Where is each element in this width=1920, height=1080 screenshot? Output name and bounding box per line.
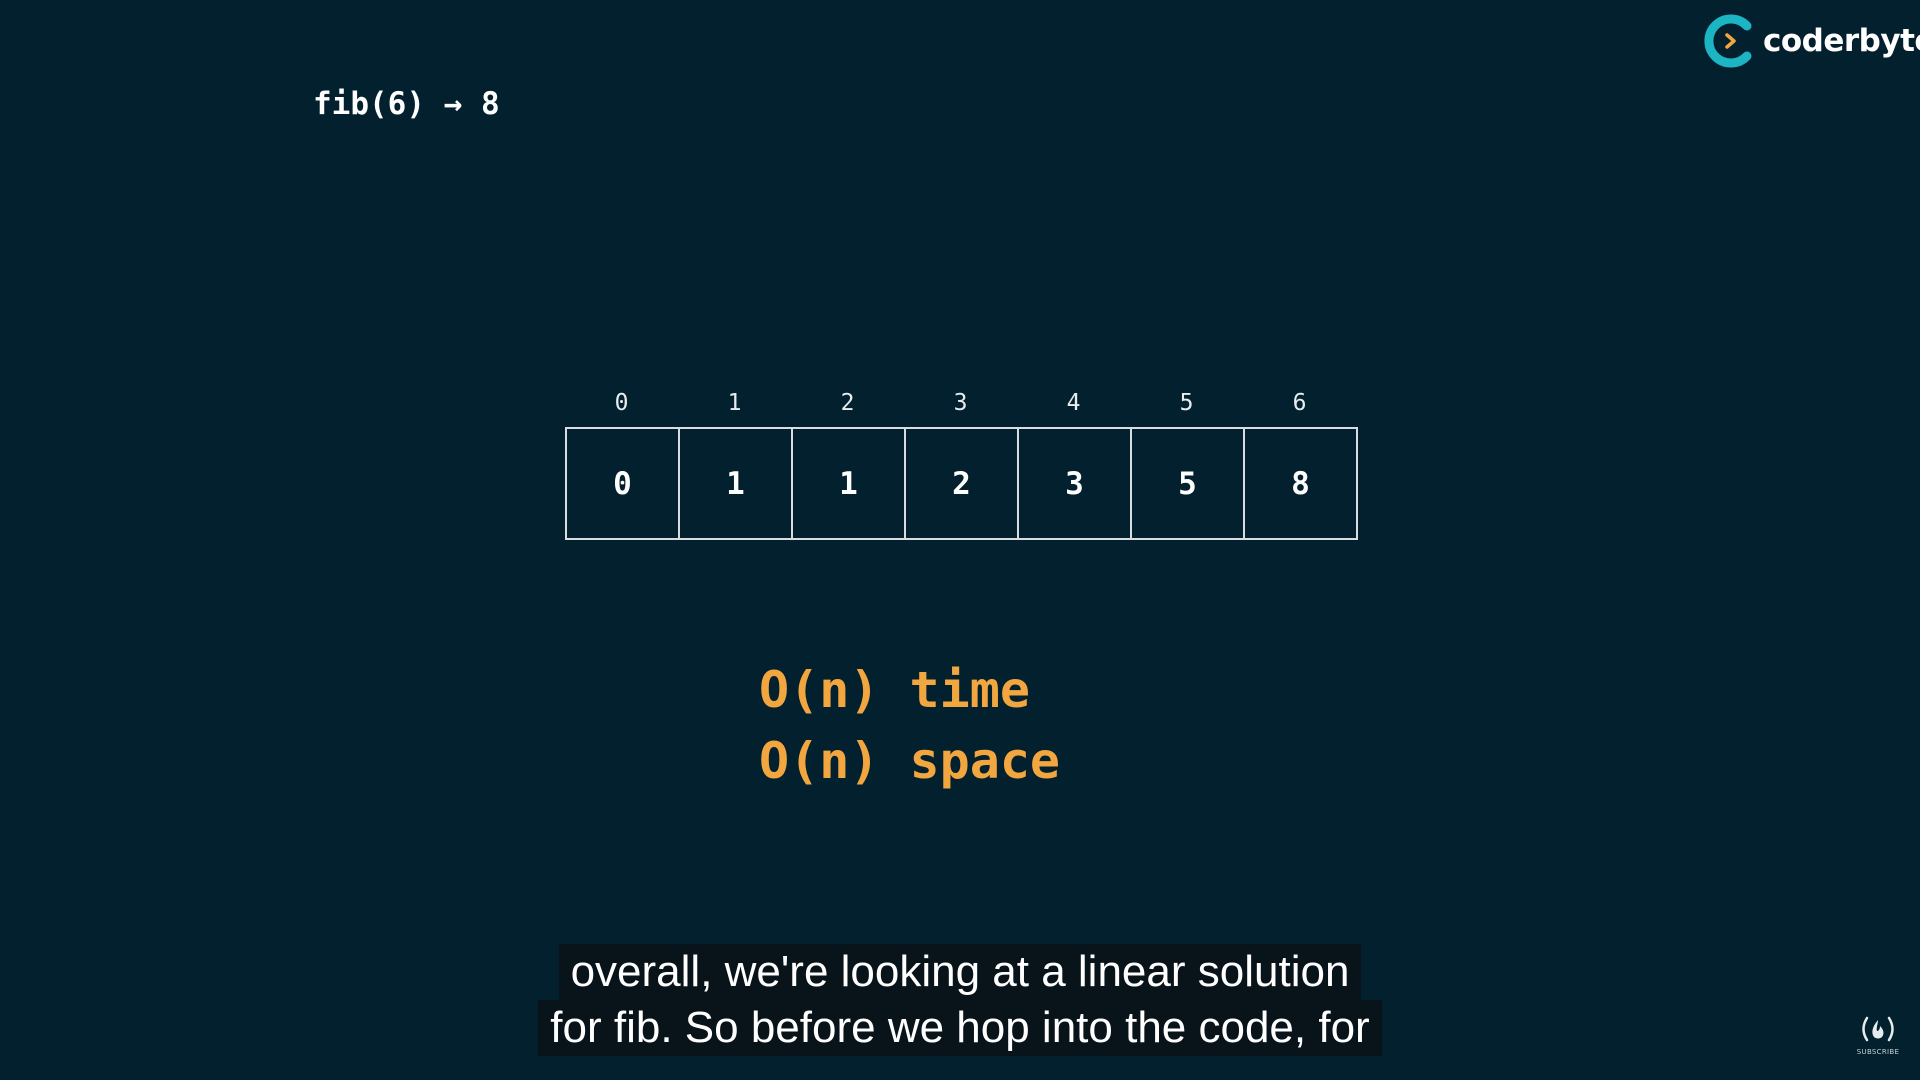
coderbyte-logo-icon [1704,14,1752,68]
space-complexity: O(n) space [759,732,1061,790]
array-cell: 2 [906,429,1019,538]
brand-name: coderbyte [1763,23,1920,59]
array-index: 1 [727,390,742,416]
time-complexity: O(n) time [759,661,1030,719]
array-cell: 8 [1291,465,1310,502]
array-index: 6 [1292,390,1307,416]
subtitle-line: overall, we're looking at a linear solut… [558,944,1362,1000]
array-cell: 3 [1019,429,1132,538]
subscribe-watermark[interactable]: SUBSCRIBE [1856,1014,1900,1056]
array-index: 5 [1179,390,1194,416]
array-index: 3 [953,390,968,416]
fib-result-title: fib(6) → 8 [313,86,500,122]
array-index: 0 [614,390,629,416]
subtitle-line-2-container: for fib. So before we hop into the code,… [0,1000,1920,1056]
array-index: 4 [1066,390,1081,416]
array-index-row: 0 1 2 3 4 5 6 [565,390,1356,416]
freecodecamp-fire-icon [1862,1016,1894,1042]
fib-table-array: 0 1 1 2 3 5 8 [565,427,1358,540]
array-cell: 5 [1132,429,1245,538]
subtitle-line: for fib. So before we hop into the code,… [538,1000,1382,1056]
coderbyte-brand: coderbyte [1703,14,1920,68]
array-index: 2 [840,390,855,416]
subscribe-label: SUBSCRIBE [1856,1048,1900,1056]
array-cell: 1 [793,429,906,538]
array-cell: 0 [567,429,680,538]
array-cell: 1 [680,429,793,538]
subtitle-line-1-container: overall, we're looking at a linear solut… [0,944,1920,1000]
